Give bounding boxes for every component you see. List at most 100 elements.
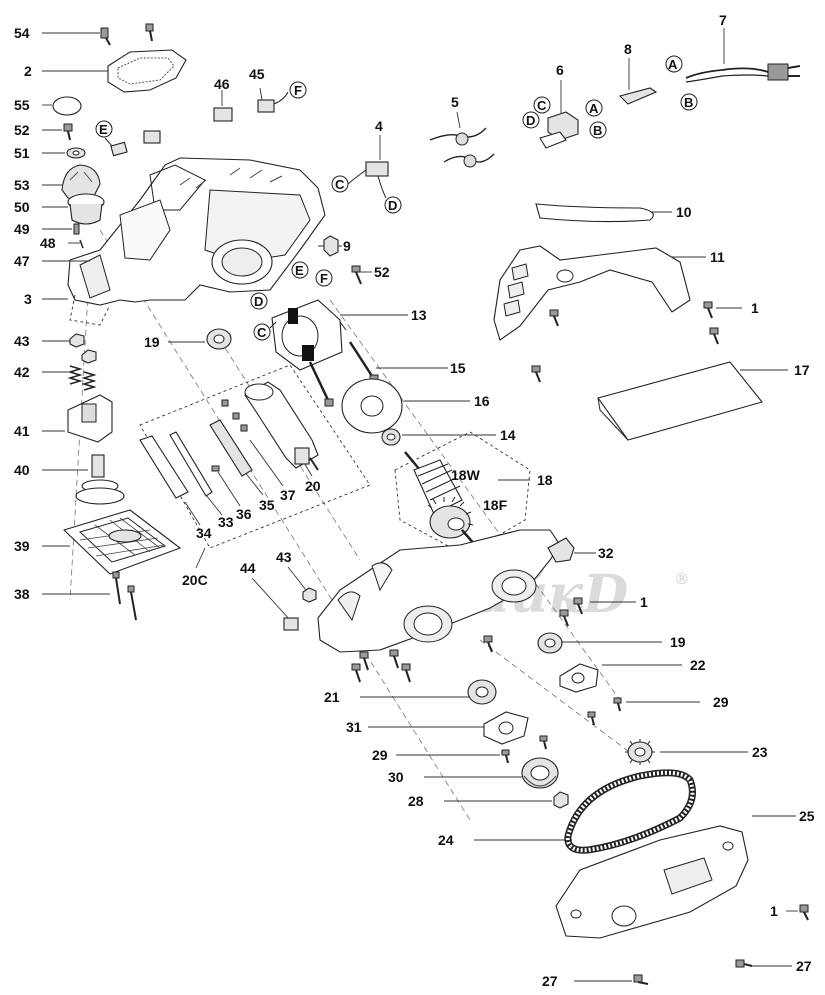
- part-10-grip-strip: [535, 203, 672, 223]
- label-36: 36: [236, 506, 252, 522]
- stator-letter-f: F: [320, 271, 328, 286]
- label-42: 42: [14, 364, 30, 380]
- part-40-adjust-shaft: [42, 454, 125, 505]
- label-19b: 19: [670, 634, 686, 650]
- label-27a: 27: [542, 973, 558, 989]
- label-8: 8: [624, 41, 632, 57]
- part-lower-screws: [351, 649, 411, 683]
- label-22: 22: [690, 657, 706, 673]
- part-lower-housing: [317, 529, 561, 653]
- label-3: 3: [24, 291, 32, 307]
- part-46-brush-holder: [213, 90, 233, 122]
- group-20c-outline: [139, 364, 371, 549]
- terminal-letter-d: D: [388, 198, 397, 213]
- label-43a: 43: [14, 333, 30, 349]
- label-21: 21: [324, 689, 340, 705]
- label-1a: 1: [751, 300, 759, 316]
- part-23-drive-pulley: [625, 739, 748, 765]
- label-39: 39: [14, 538, 30, 554]
- part-9-fitting: [318, 235, 342, 257]
- switch-letter-d: D: [526, 113, 535, 128]
- label-47: 47: [14, 253, 30, 269]
- letter-callouts: A B F E C D C A D B E F D C: [95, 55, 698, 341]
- label-46: 46: [214, 76, 230, 92]
- switch-letter-c: C: [537, 98, 547, 113]
- label-1c: 1: [770, 903, 778, 919]
- stator-letter-c: C: [257, 325, 267, 340]
- cord-letter-a: A: [668, 57, 678, 72]
- part-43-nuts: [42, 333, 97, 364]
- part-42-springs: [42, 365, 97, 391]
- part-11-handle: [493, 245, 706, 341]
- part-brush-pair-left: [104, 130, 161, 157]
- label-53: 53: [14, 177, 30, 193]
- label-10: 10: [676, 204, 692, 220]
- label-34: 34: [196, 525, 212, 541]
- label-43b: 43: [276, 549, 292, 565]
- label-37: 37: [280, 487, 296, 503]
- label-55: 55: [14, 97, 30, 113]
- part-51-washer: [42, 147, 86, 159]
- part-43-nut-lower: [287, 566, 317, 603]
- label-7: 7: [719, 12, 727, 28]
- part-5-switch-wires: [429, 111, 495, 168]
- part-8-pin: [618, 58, 658, 105]
- part-45-brush: [257, 87, 289, 113]
- stator-letter-e: E: [295, 263, 304, 278]
- label-27b: 27: [796, 958, 812, 974]
- label-11: 11: [710, 249, 725, 265]
- label-13: 13: [411, 307, 427, 323]
- part-55-cap: [42, 96, 82, 116]
- part-38-bolts: [42, 571, 137, 621]
- label-30: 30: [388, 769, 404, 785]
- label-18: 18: [537, 472, 553, 488]
- label-23: 23: [752, 744, 768, 760]
- label-49: 49: [14, 221, 30, 237]
- label-51: 51: [14, 145, 30, 161]
- watermark-registered-mark: ®: [676, 571, 688, 588]
- label-24: 24: [438, 832, 454, 848]
- part-13-stator: [269, 299, 408, 371]
- part-16-fan-baffle: [341, 378, 470, 434]
- part-1-screws-handle: [531, 301, 742, 383]
- part-20c-leader: [195, 547, 206, 569]
- label-14: 14: [500, 427, 516, 443]
- label-16: 16: [474, 393, 490, 409]
- terminal-letter-c: C: [335, 177, 345, 192]
- label-15: 15: [450, 360, 466, 376]
- label-6: 6: [556, 62, 564, 78]
- part-39-shoe: [42, 509, 182, 575]
- part-7-power-cord: [685, 28, 801, 83]
- label-29b: 29: [372, 747, 388, 763]
- part-number-labels: 54 2 55 52 51 53 50 49 48 47 3 43 42 41 …: [14, 12, 815, 989]
- part-50-knob-base: [42, 193, 105, 225]
- switch-letter-b: B: [593, 123, 602, 138]
- part-17-nameplate: [597, 361, 788, 441]
- part-33-blade: [169, 431, 223, 516]
- group-18-outline: [394, 431, 531, 556]
- stator-letter-d: D: [254, 294, 263, 309]
- label-32: 32: [598, 545, 614, 561]
- label-25: 25: [799, 808, 815, 824]
- part-19-bearing-top: [168, 328, 232, 350]
- brush-letter-e: E: [99, 122, 108, 137]
- part-29-screws-left: [396, 735, 548, 764]
- brush-letter-f: F: [294, 83, 302, 98]
- part-34-blade-plate: [139, 435, 201, 526]
- part-2-handle-cover: [42, 49, 187, 93]
- part-49-pin: [42, 223, 80, 235]
- label-41: 41: [14, 423, 30, 439]
- switch-letter-a: A: [589, 101, 599, 116]
- part-1-screw-housing: [483, 597, 636, 653]
- part-29-screws-right: [587, 697, 700, 726]
- label-9: 9: [343, 238, 351, 254]
- label-17: 17: [794, 362, 810, 378]
- label-54: 54: [14, 25, 30, 41]
- label-52b: 52: [374, 264, 390, 280]
- part-27-screws: [574, 959, 792, 985]
- part-22-bearing-plate: [559, 663, 682, 693]
- part-1-screw-cover: [786, 904, 809, 921]
- label-20c: 20C: [182, 572, 208, 588]
- part-15-long-screws: [308, 341, 448, 407]
